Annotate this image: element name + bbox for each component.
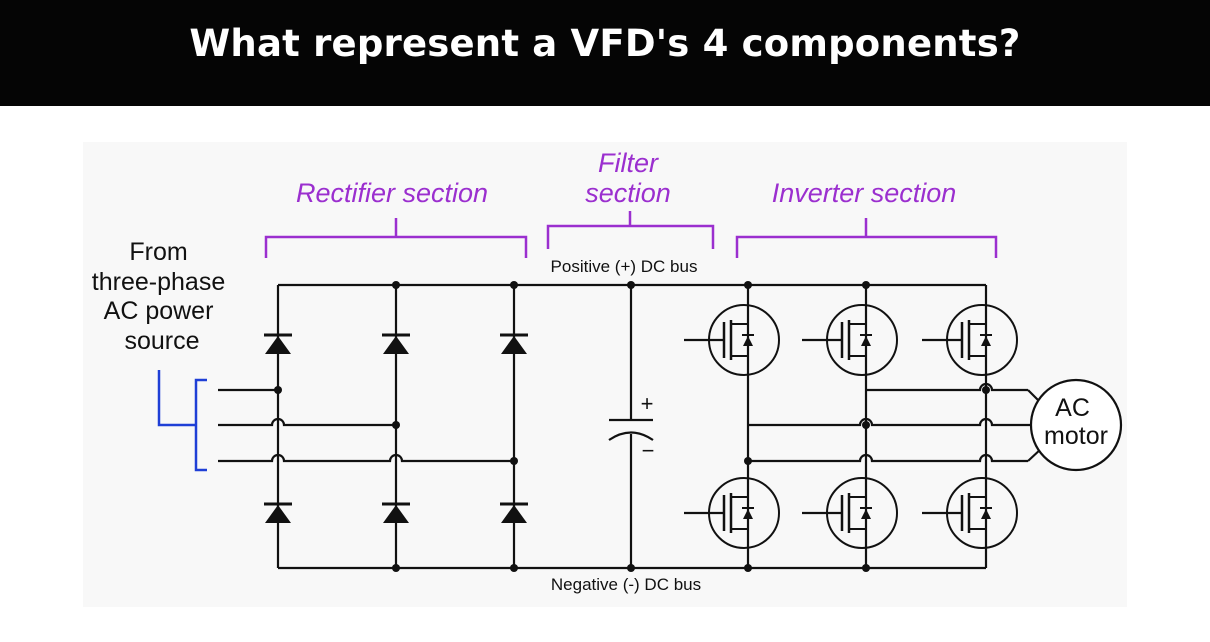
inverter-section-label: Inverter section	[772, 178, 957, 208]
inverter-igbts	[682, 293, 1019, 560]
filter-section-label-line1: Filter	[598, 148, 659, 178]
diagram-panel	[83, 142, 1127, 607]
filter-section-label-line2: section	[585, 178, 671, 208]
circuit-wiring	[218, 283, 1043, 570]
section-brackets	[264, 211, 998, 258]
title-bar: What represent a VFD's 4 components?	[0, 0, 1210, 106]
junction-dots	[274, 281, 990, 572]
ac-motor: AC motor	[1029, 378, 1123, 472]
page-title: What represent a VFD's 4 components?	[189, 21, 1021, 65]
rectifier-section-label: Rectifier section	[296, 178, 488, 208]
source-bracket	[157, 370, 207, 472]
positive-bus-label: Positive (+) DC bus	[551, 257, 698, 276]
svg-text:AC motor: AC motor	[1044, 394, 1108, 450]
source-label: From three-phase AC power source	[92, 238, 232, 355]
negative-bus-label: Negative (-) DC bus	[551, 575, 701, 594]
capacitor-plus-sign: +	[641, 391, 654, 416]
capacitor-minus-sign: −	[642, 438, 655, 463]
